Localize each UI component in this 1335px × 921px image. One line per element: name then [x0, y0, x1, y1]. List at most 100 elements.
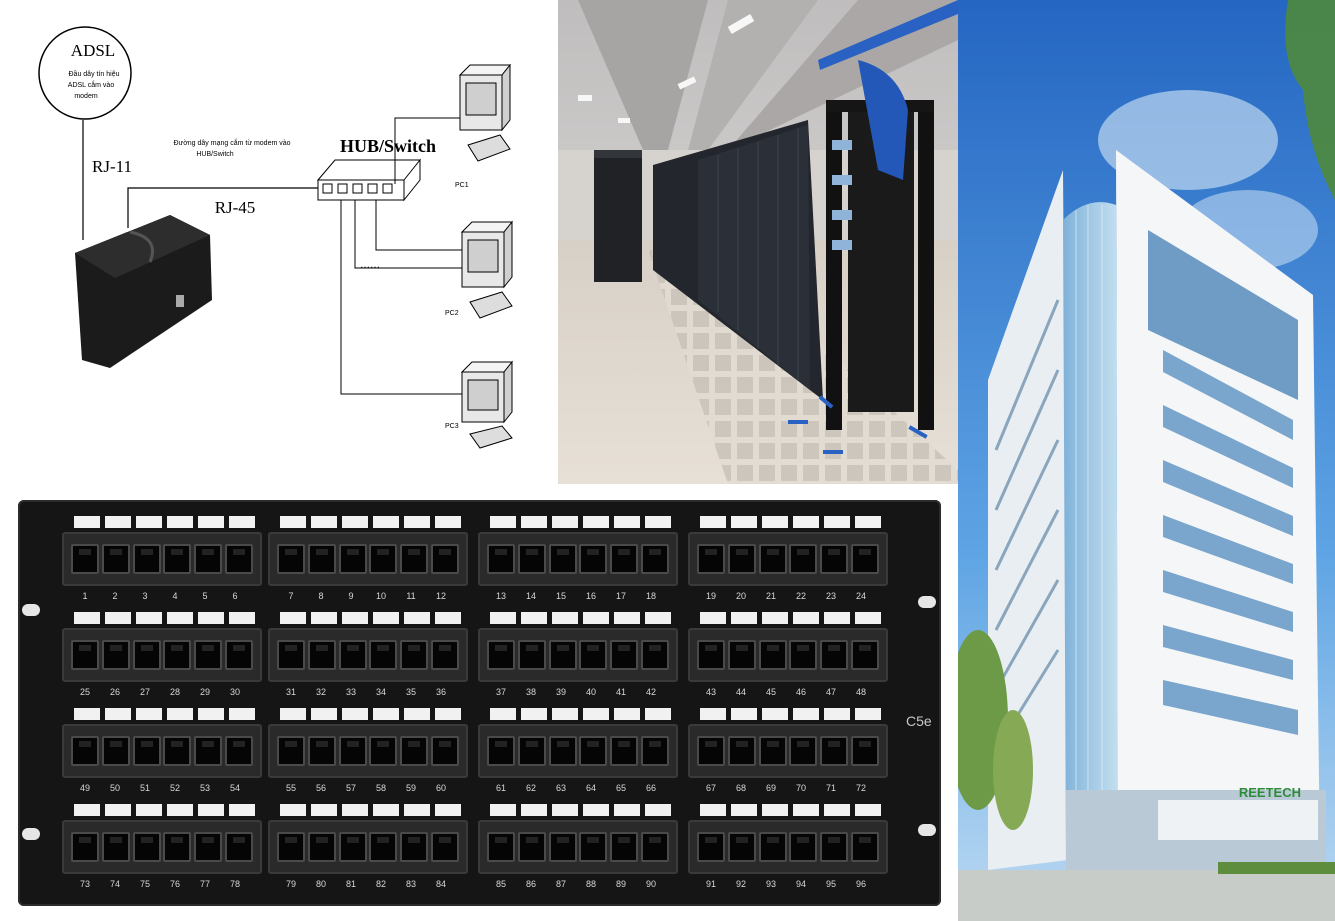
- rj45-port-61[interactable]: [487, 736, 516, 766]
- rj45-port-84[interactable]: [430, 832, 459, 862]
- rj45-port-77[interactable]: [193, 832, 222, 862]
- rj45-port-21[interactable]: [758, 544, 787, 574]
- rj45-port-19[interactable]: [697, 544, 726, 574]
- rj45-port-34[interactable]: [369, 640, 398, 670]
- rj45-port-10[interactable]: [369, 544, 398, 574]
- rj45-port-2[interactable]: [101, 544, 130, 574]
- rj45-port-7[interactable]: [277, 544, 306, 574]
- rj45-port-47[interactable]: [819, 640, 848, 670]
- rj45-port-91[interactable]: [697, 832, 726, 862]
- rj45-port-63[interactable]: [548, 736, 577, 766]
- rj45-port-6[interactable]: [224, 544, 253, 574]
- rj45-port-35[interactable]: [399, 640, 428, 670]
- rj45-port-45[interactable]: [758, 640, 787, 670]
- rj45-port-18[interactable]: [640, 544, 669, 574]
- rj45-port-8[interactable]: [307, 544, 336, 574]
- rj45-port-27[interactable]: [132, 640, 161, 670]
- rj45-port-12[interactable]: [430, 544, 459, 574]
- rj45-port-65[interactable]: [609, 736, 638, 766]
- rj45-port-70[interactable]: [789, 736, 818, 766]
- rj45-port-49[interactable]: [71, 736, 100, 766]
- rj45-port-92[interactable]: [727, 832, 756, 862]
- rj45-port-75[interactable]: [132, 832, 161, 862]
- rj45-port-78[interactable]: [224, 832, 253, 862]
- rj45-port-20[interactable]: [727, 544, 756, 574]
- rj45-port-58[interactable]: [369, 736, 398, 766]
- rj45-port-80[interactable]: [307, 832, 336, 862]
- rj45-port-55[interactable]: [277, 736, 306, 766]
- rj45-port-15[interactable]: [548, 544, 577, 574]
- rj45-port-28[interactable]: [163, 640, 192, 670]
- rj45-port-94[interactable]: [789, 832, 818, 862]
- port-number: 89: [615, 879, 626, 889]
- rj45-port-90[interactable]: [640, 832, 669, 862]
- rj45-port-69[interactable]: [758, 736, 787, 766]
- label-slot: [762, 708, 788, 720]
- rj45-port-42[interactable]: [640, 640, 669, 670]
- rj45-port-95[interactable]: [819, 832, 848, 862]
- rj45-port-50[interactable]: [101, 736, 130, 766]
- rj45-port-5[interactable]: [193, 544, 222, 574]
- rj45-port-73[interactable]: [71, 832, 100, 862]
- rj45-port-46[interactable]: [789, 640, 818, 670]
- rj45-port-40[interactable]: [579, 640, 608, 670]
- rj45-port-88[interactable]: [579, 832, 608, 862]
- rj45-port-38[interactable]: [517, 640, 546, 670]
- rj45-port-67[interactable]: [697, 736, 726, 766]
- rj45-port-9[interactable]: [338, 544, 367, 574]
- rj45-port-22[interactable]: [789, 544, 818, 574]
- rj45-port-62[interactable]: [517, 736, 546, 766]
- rj45-port-48[interactable]: [850, 640, 879, 670]
- rj45-port-32[interactable]: [307, 640, 336, 670]
- port-number: 44: [735, 687, 746, 697]
- rj45-port-76[interactable]: [163, 832, 192, 862]
- rj45-port-29[interactable]: [193, 640, 222, 670]
- rj45-port-59[interactable]: [399, 736, 428, 766]
- rj45-port-93[interactable]: [758, 832, 787, 862]
- rj45-port-83[interactable]: [399, 832, 428, 862]
- rj45-port-68[interactable]: [727, 736, 756, 766]
- rj45-port-89[interactable]: [609, 832, 638, 862]
- rj45-port-3[interactable]: [132, 544, 161, 574]
- rj45-port-81[interactable]: [338, 832, 367, 862]
- rj45-port-51[interactable]: [132, 736, 161, 766]
- rj45-port-57[interactable]: [338, 736, 367, 766]
- rj45-port-11[interactable]: [399, 544, 428, 574]
- rj45-port-54[interactable]: [224, 736, 253, 766]
- rj45-port-39[interactable]: [548, 640, 577, 670]
- rj45-port-16[interactable]: [579, 544, 608, 574]
- rj45-port-37[interactable]: [487, 640, 516, 670]
- rj45-port-60[interactable]: [430, 736, 459, 766]
- label-slot: [198, 516, 224, 528]
- rj45-port-14[interactable]: [517, 544, 546, 574]
- rj45-port-33[interactable]: [338, 640, 367, 670]
- rj45-port-30[interactable]: [224, 640, 253, 670]
- rj45-port-4[interactable]: [163, 544, 192, 574]
- rj45-port-31[interactable]: [277, 640, 306, 670]
- rj45-port-53[interactable]: [193, 736, 222, 766]
- rj45-port-64[interactable]: [579, 736, 608, 766]
- rj45-port-82[interactable]: [369, 832, 398, 862]
- rj45-port-72[interactable]: [850, 736, 879, 766]
- rj45-port-25[interactable]: [71, 640, 100, 670]
- rj45-port-44[interactable]: [727, 640, 756, 670]
- rj45-port-26[interactable]: [101, 640, 130, 670]
- rj45-port-36[interactable]: [430, 640, 459, 670]
- rj45-port-56[interactable]: [307, 736, 336, 766]
- rj45-port-85[interactable]: [487, 832, 516, 862]
- rj45-port-66[interactable]: [640, 736, 669, 766]
- rj45-port-79[interactable]: [277, 832, 306, 862]
- rj45-port-71[interactable]: [819, 736, 848, 766]
- rj45-port-23[interactable]: [819, 544, 848, 574]
- rj45-port-41[interactable]: [609, 640, 638, 670]
- rj45-port-96[interactable]: [850, 832, 879, 862]
- rj45-port-87[interactable]: [548, 832, 577, 862]
- rj45-port-86[interactable]: [517, 832, 546, 862]
- rj45-port-74[interactable]: [101, 832, 130, 862]
- rj45-port-43[interactable]: [697, 640, 726, 670]
- rj45-port-52[interactable]: [163, 736, 192, 766]
- rj45-port-17[interactable]: [609, 544, 638, 574]
- rj45-port-24[interactable]: [850, 544, 879, 574]
- rj45-port-1[interactable]: [71, 544, 100, 574]
- rj45-port-13[interactable]: [487, 544, 516, 574]
